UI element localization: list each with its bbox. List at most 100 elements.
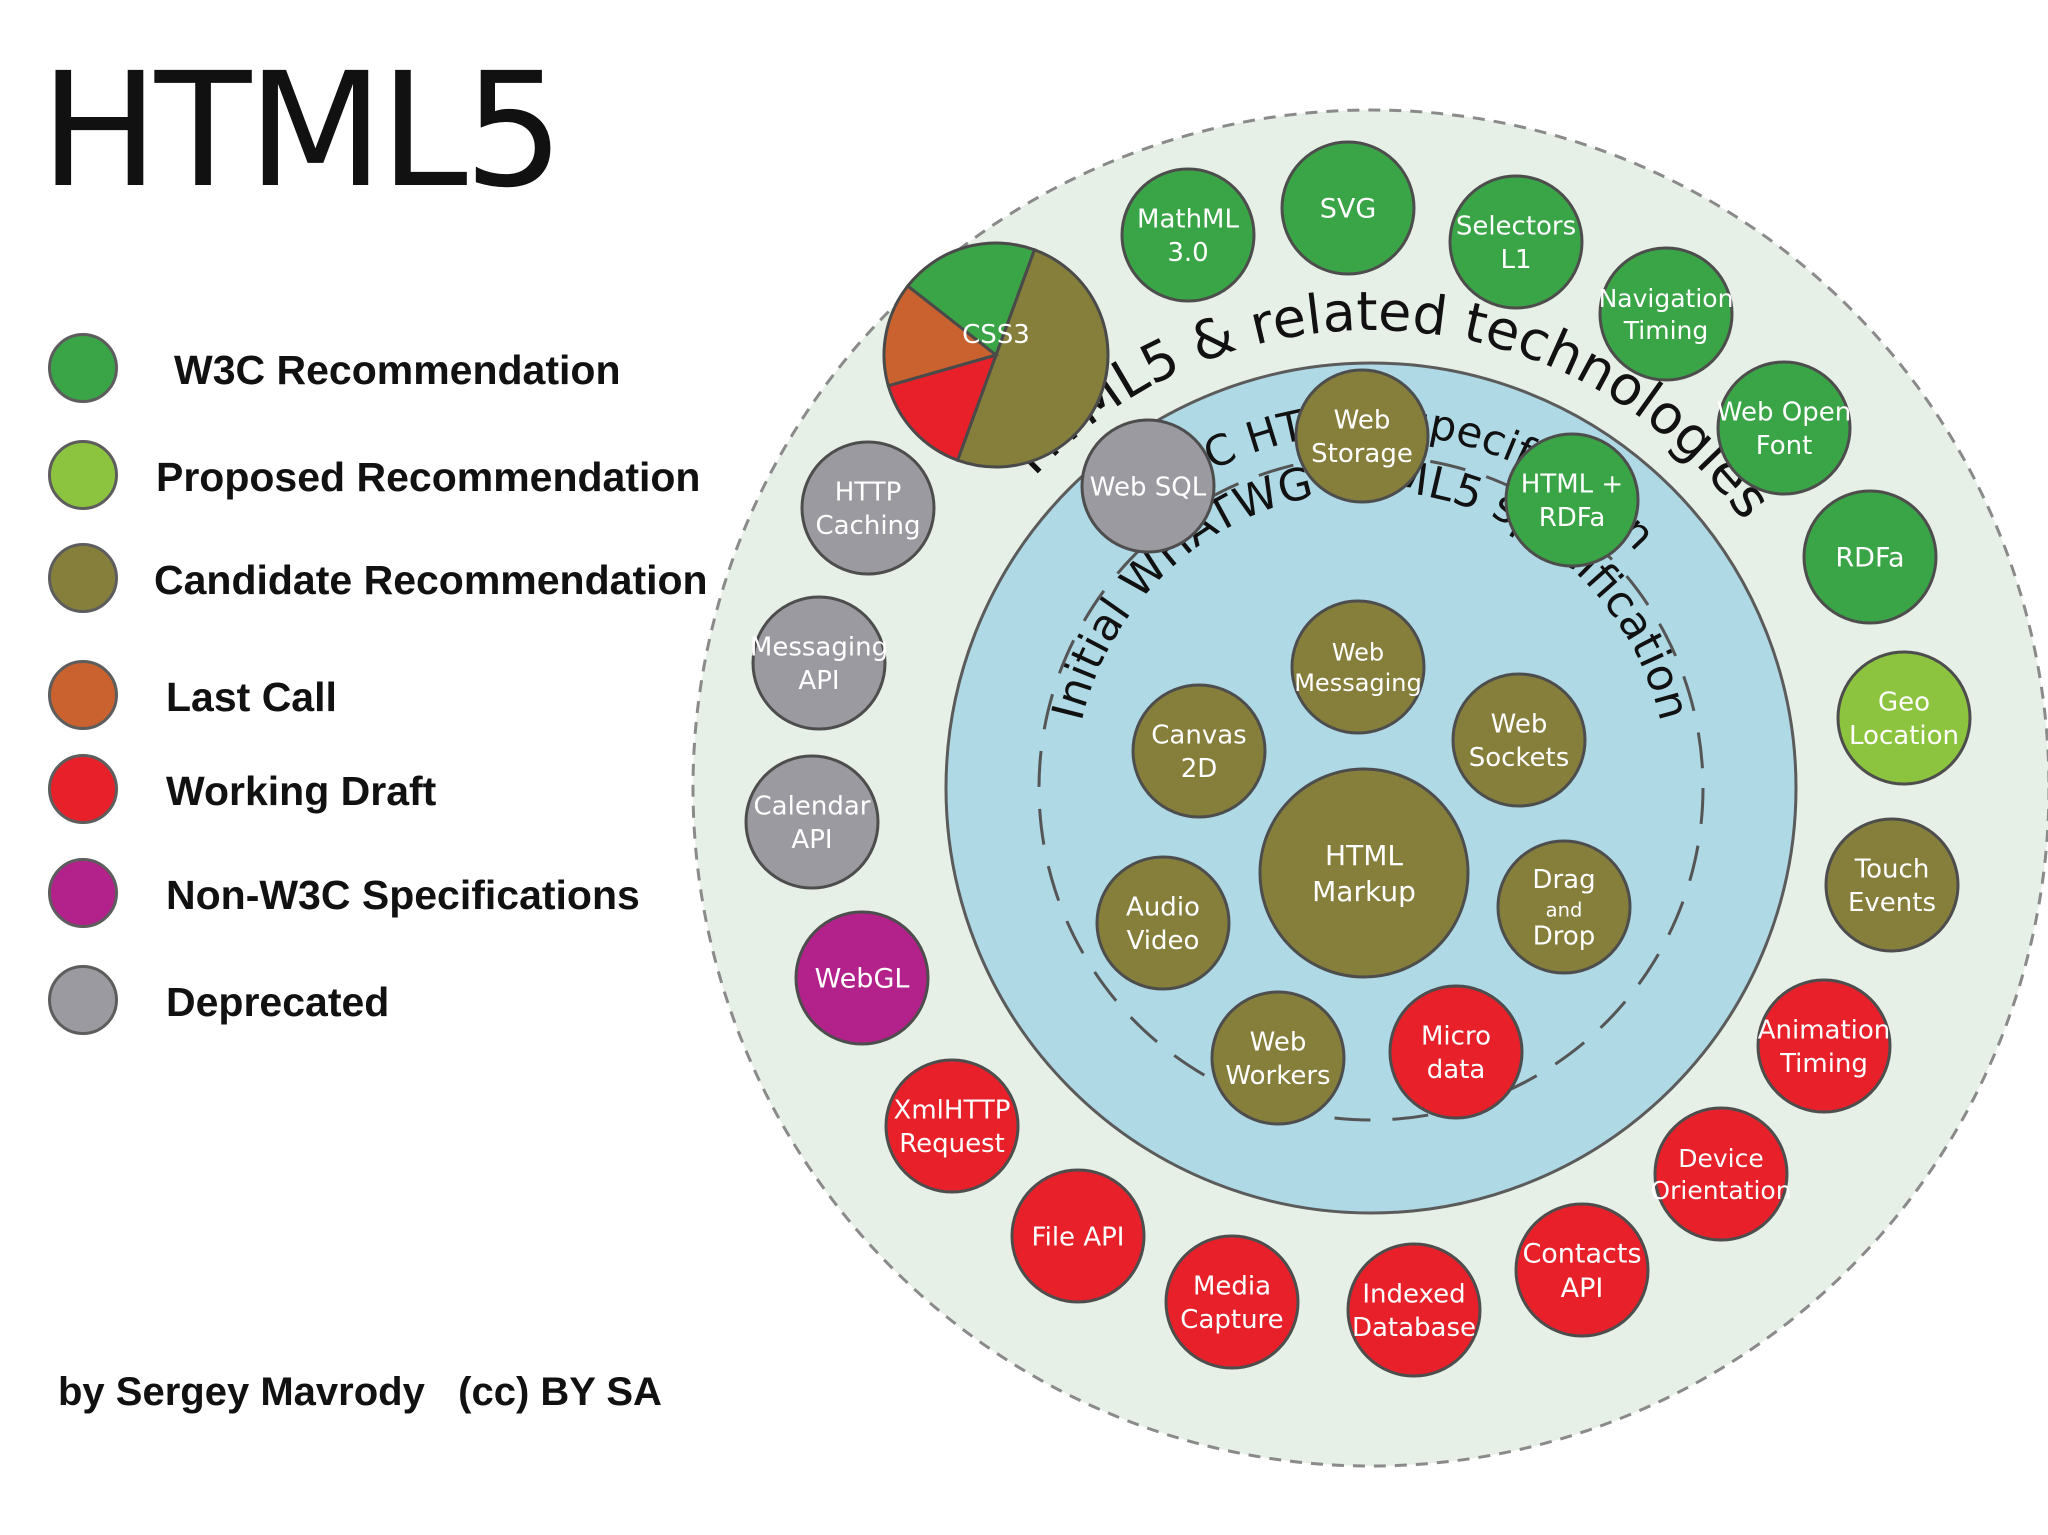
node-web-sql: Web SQL (1080, 418, 1216, 554)
legend-label: Non-W3C Specifications (166, 872, 640, 918)
node-label: WebGL (815, 964, 910, 995)
node-label: Storage (1311, 439, 1413, 469)
css3-pie (882, 241, 1110, 469)
node-circle (1653, 1106, 1789, 1242)
node-label: data (1427, 1055, 1486, 1085)
css3-label: CSS3 (962, 320, 1030, 350)
node-circle (1010, 1168, 1146, 1304)
node-label: Canvas (1151, 721, 1246, 751)
node-label: Orientation (1650, 1176, 1791, 1205)
node-circle (1824, 817, 1960, 953)
node-label: Animation (1758, 1016, 1891, 1046)
inner-dashed-ring (1037, 454, 1705, 1122)
node-label: HTTP (835, 478, 902, 508)
node-label: Messaging (1294, 669, 1422, 697)
page-title: HTML5 (40, 39, 564, 223)
node-label: Web (1491, 710, 1548, 740)
css3-pie-segment (882, 283, 1000, 388)
legend-item-working-draft: Working Draft (48, 754, 728, 828)
node-label: XmlHTTP (894, 1096, 1011, 1126)
node-label: Navigation (1599, 284, 1734, 313)
node-label: Events (1848, 888, 1936, 918)
node-label: RDFa (1539, 503, 1606, 533)
node-label: Sockets (1469, 743, 1570, 773)
node-label: Web (1334, 406, 1391, 436)
node-label: Drop (1533, 922, 1596, 952)
node-circle (1836, 650, 1972, 786)
node-label: Device (1678, 1144, 1764, 1173)
node-label: API (791, 825, 832, 855)
legend-item-last-call: Last Call (48, 660, 728, 734)
node-circle (1258, 767, 1470, 979)
node-label: Calendar (754, 792, 871, 822)
node-label: Audio (1126, 893, 1200, 923)
node-circle (800, 440, 936, 576)
node-label: Drag (1532, 865, 1595, 895)
legend: W3C Recommendation Proposed Recommendati… (48, 0, 728, 1100)
legend-label: Working Draft (166, 768, 437, 814)
node-circle (751, 595, 887, 731)
node-label: Geo (1878, 688, 1930, 718)
node-label: Database (1352, 1313, 1476, 1343)
node-circle (794, 910, 930, 1046)
node-label: Markup (1312, 875, 1416, 908)
node-label: File API (1032, 1222, 1125, 1252)
node-label: Selectors (1456, 212, 1576, 242)
legend-swatch (48, 543, 118, 613)
legend-item-candidate-recommendation: Candidate Recommendation (48, 543, 728, 617)
node-circle (1131, 683, 1267, 819)
css3-pie-segment (955, 247, 1110, 469)
node-label: API (798, 666, 839, 696)
node-circle (1095, 855, 1231, 991)
node-circle (1388, 984, 1524, 1120)
node-label: Web Open (1717, 398, 1851, 428)
node-circle (1346, 1242, 1482, 1378)
node-circle (744, 754, 880, 890)
node-label: RDFa (1835, 543, 1904, 574)
node-rdfa: RDFa (1802, 489, 1938, 625)
legend-swatch (48, 965, 118, 1035)
node-webgl: WebGL (794, 910, 930, 1046)
css3-pie-segment (886, 352, 999, 463)
node-circle (1756, 978, 1892, 1114)
node-circle (1514, 1202, 1650, 1338)
node-circle (1120, 167, 1256, 303)
node-circle (1280, 140, 1416, 276)
node-label: SVG (1320, 194, 1377, 225)
node-label: Touch (1854, 855, 1930, 885)
node-html-rdfa: HTML +RDFa (1504, 432, 1640, 568)
node-label: Micro (1421, 1022, 1491, 1052)
legend-item-deprecated: Deprecated (48, 965, 728, 1039)
legend-item-proposed-recommendation: Proposed Recommendation (48, 440, 728, 514)
node-circle (1448, 174, 1584, 310)
node-label: and (1546, 898, 1583, 921)
node-label: Workers (1225, 1061, 1330, 1091)
node-circle (1716, 360, 1852, 496)
css3-pie-segment (905, 241, 1037, 358)
node-circle (1210, 990, 1346, 1126)
node-label: Caching (815, 511, 920, 541)
legend-label: Candidate Recommendation (154, 557, 708, 603)
node-label: API (1561, 1273, 1604, 1304)
node-circle (1290, 599, 1426, 735)
node-label: 3.0 (1167, 238, 1208, 268)
